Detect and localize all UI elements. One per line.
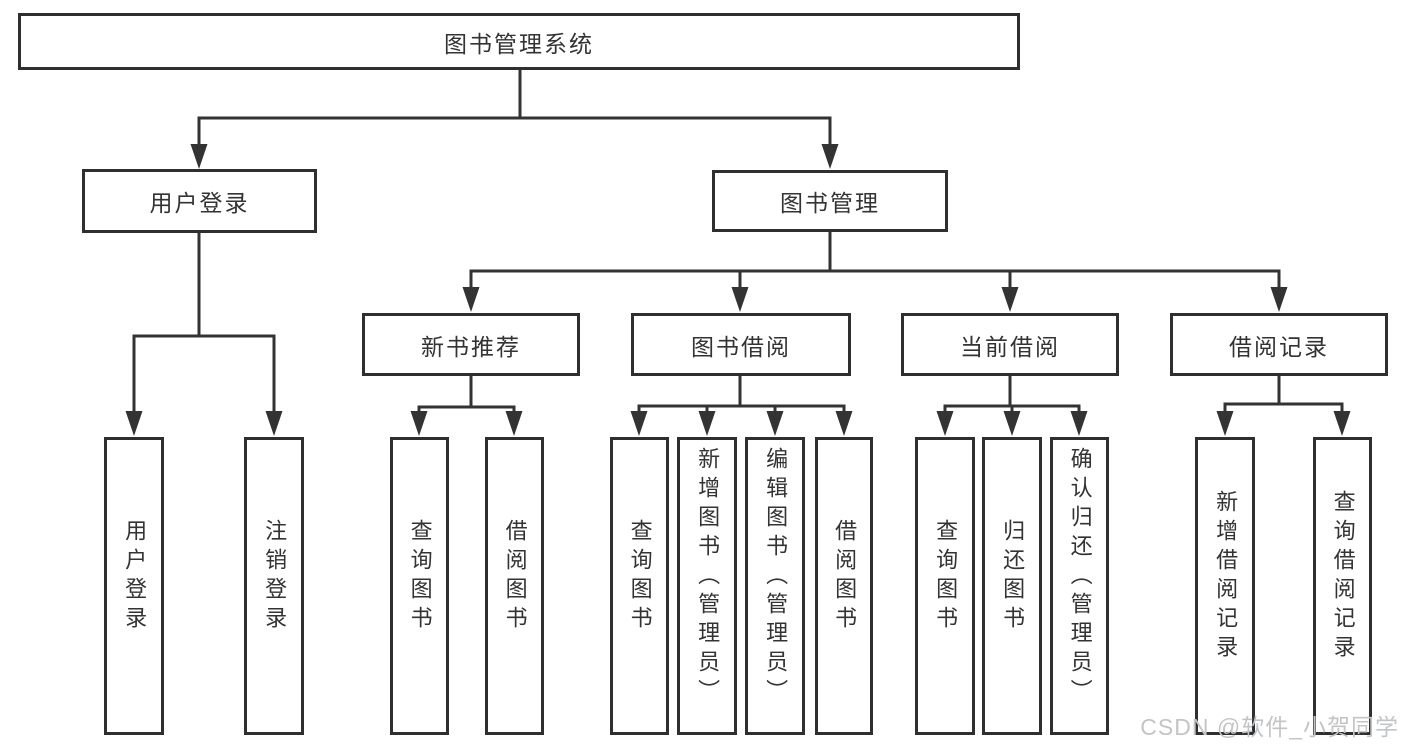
- connector: [132, 334, 276, 412]
- leaf-borrow-books-newbook: 借阅图书: [485, 437, 544, 735]
- node-root: 图书管理系统: [18, 13, 1020, 70]
- leaf-query-borrow-record: 查询借阅记录: [1313, 437, 1372, 735]
- node-current-borrow: 当前借阅: [901, 313, 1119, 376]
- arrowhead-icon: [1070, 411, 1088, 436]
- node-new-book-recommend: 新书推荐: [362, 313, 580, 376]
- arrowhead-icon: [505, 411, 523, 436]
- leaf-label: 用户登录: [122, 519, 148, 635]
- arrowhead-icon: [821, 144, 839, 169]
- arrowhead-icon: [936, 411, 954, 436]
- leaf-confirm-return-admin: 确认归还（管理员）: [1050, 437, 1109, 735]
- connector: [417, 405, 516, 412]
- leaf-label: 注销登录: [262, 519, 288, 635]
- arrowhead-icon: [1003, 411, 1021, 436]
- node-user-login: 用户登录: [82, 169, 317, 233]
- connector: [469, 269, 1281, 288]
- arrowhead-icon: [462, 287, 480, 312]
- leaf-label: 查询借阅记录: [1330, 490, 1356, 664]
- arrowhead-icon: [125, 411, 143, 436]
- arrowhead-icon: [1216, 411, 1234, 436]
- leaf-query-books-newbook: 查询图书: [390, 437, 449, 735]
- leaf-label: 查询图书: [627, 519, 653, 635]
- leaf-edit-books-admin: 编辑图书（管理员）: [745, 437, 805, 735]
- leaf-add-books-admin: 新增图书（管理员）: [677, 437, 737, 735]
- leaf-user-login: 用户登录: [104, 437, 164, 735]
- arrowhead-icon: [630, 411, 648, 436]
- leaf-logout-login: 注销登录: [244, 437, 304, 735]
- leaf-label: 确认归还（管理员）: [1067, 446, 1093, 708]
- arrowhead-icon: [1001, 287, 1019, 312]
- leaf-label: 编辑图书（管理员）: [763, 446, 789, 708]
- leaf-label: 查询图书: [407, 519, 433, 635]
- arrowhead-icon: [410, 411, 428, 436]
- arrowhead-icon: [731, 287, 749, 312]
- leaf-label: 借阅图书: [832, 519, 858, 635]
- arrowhead-icon: [698, 411, 716, 436]
- connector: [1223, 402, 1344, 412]
- connector: [197, 116, 832, 146]
- node-borrow-record: 借阅记录: [1170, 313, 1388, 376]
- leaf-label: 借阅图书: [502, 519, 528, 635]
- leaf-query-books-borrow: 查询图书: [610, 437, 669, 735]
- leaf-label: 归还图书: [1000, 519, 1026, 635]
- node-book-management: 图书管理: [712, 170, 948, 232]
- arrowhead-icon: [835, 411, 853, 436]
- leaf-add-borrow-record: 新增借阅记录: [1195, 437, 1255, 735]
- leaf-label: 查询图书: [933, 519, 959, 635]
- leaf-return-books: 归还图书: [982, 437, 1042, 735]
- arrowhead-icon: [265, 411, 283, 436]
- leaf-label: 新增借阅记录: [1213, 490, 1239, 664]
- connector: [637, 404, 846, 412]
- arrowhead-icon: [1333, 411, 1351, 436]
- leaf-query-books-current: 查询图书: [915, 437, 975, 735]
- leaf-borrow-books: 借阅图书: [815, 437, 873, 735]
- arrowhead-icon: [1270, 287, 1288, 312]
- watermark: CSDN @软件_小贺同学: [1140, 714, 1399, 740]
- arrowhead-icon: [766, 411, 784, 436]
- leaf-label: 新增图书（管理员）: [695, 446, 721, 708]
- arrowhead-icon: [190, 144, 208, 169]
- node-book-borrow: 图书借阅: [631, 313, 851, 376]
